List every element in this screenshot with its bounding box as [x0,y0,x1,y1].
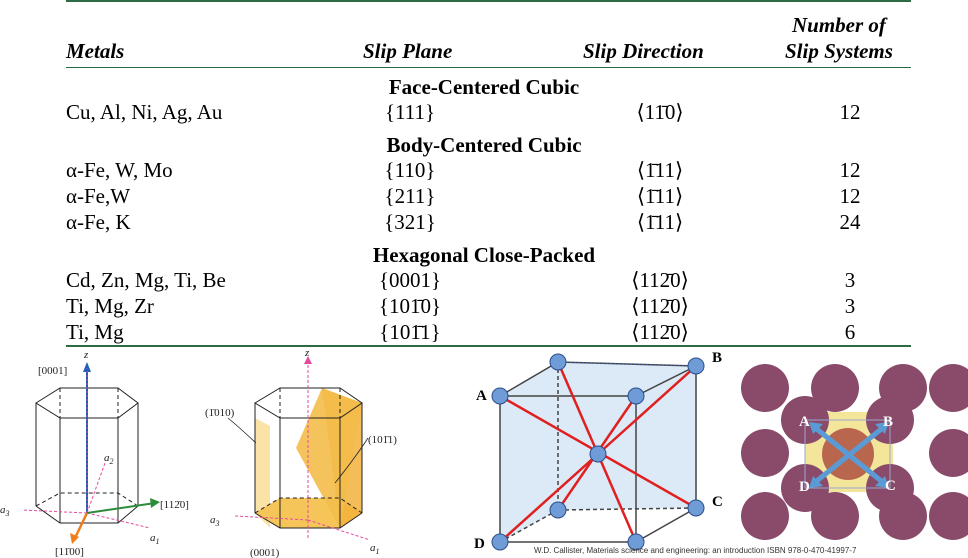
direction-1100-arrow [73,512,89,539]
table-cell-direction: ⟨112̄0⟩ [631,320,689,344]
atom [929,492,968,540]
label-a3-sub: 3 [5,509,10,518]
label-B: B [883,414,893,430]
table-cell-plane: {321} [384,210,436,234]
table-cell-count: 3 [844,294,856,318]
atom [929,429,968,477]
header-rule [66,67,911,68]
label-a3-sub: 3 [215,519,220,528]
table-cell-count: 6 [844,320,856,344]
label-1011: (101̄1) [368,434,397,446]
label-C: C [885,478,896,494]
table-cell-metals: α-Fe, K [66,210,131,234]
slip-arrow [810,423,888,487]
table-cell-direction: ⟨112̄0⟩ [631,294,689,318]
atom [627,533,645,551]
table-cell-count: 24 [839,210,861,234]
label-A: A [476,388,487,404]
label-a1-sub: 1 [156,537,160,546]
section-title-bcc: Body-Centered Cubic [386,133,582,157]
table-cell-direction: ⟨11̄0⟩ [636,100,684,124]
label-D: D [799,479,810,495]
table-cell-metals: α-Fe, W, Mo [66,158,173,182]
svg-text:a1: a1 [150,532,160,546]
table-cell-plane: {111} [384,100,436,124]
label-0001: [0001] [38,365,67,377]
header-slip-systems: Slip Systems [785,39,893,63]
atom [811,364,859,412]
svg-text:a1: a1 [370,542,380,556]
svg-text:a2: a2 [104,452,114,466]
label-a3: a [0,504,6,516]
atom [741,364,789,412]
label-a2: a [104,452,110,464]
atom-center [589,445,607,463]
table-cell-count: 12 [839,184,861,208]
label-D: D [474,536,485,552]
label-1120: [112̄0] [160,499,189,511]
table-cell-plane: {211} [384,184,436,208]
table-cell-plane: {101̄0} [378,294,442,318]
section-title-hcp: Hexagonal Close-Packed [372,243,596,267]
label-a3: a [210,514,216,526]
table-cell-direction: ⟨112̄0⟩ [631,268,689,292]
atom [687,357,705,375]
svg-text:a3: a3 [0,504,10,518]
atom [549,501,567,519]
label-a1: a [370,542,376,554]
atom [811,492,859,540]
table-cell-metals: Ti, Mg [66,320,124,344]
table-cell-metals: Cd, Zn, Mg, Ti, Be [66,268,226,292]
label-C: C [712,494,723,510]
label-z: z [304,348,310,359]
hcp-prism-figure: z (1̄010) (101̄1) (0001) a3 a1 [205,348,397,558]
bcc-plane-figure: A B C D [741,364,968,540]
label-B: B [712,350,722,366]
atom [627,387,645,405]
label-A: A [799,414,810,430]
label-0001-plane: (0001) [250,547,280,558]
table-cell-direction: ⟨1̄11⟩ [636,210,684,234]
bcc-cube-figure: A B C D [474,350,723,552]
table-cell-count: 12 [839,158,861,182]
table-cell-metals: α-Fe,W [66,184,131,208]
table-cell-count: 3 [844,268,856,292]
atom [491,387,509,405]
table-cell-plane: {0001} [378,268,442,292]
label-a2-sub: 2 [110,457,114,466]
svg-text:a3: a3 [210,514,220,528]
label-1010: (1̄010) [205,407,235,419]
hcp-basal-figure: [0001] z a2 a3 a1 [112̄0] [11̄00] [0,349,189,558]
table-cell-metals: Ti, Mg, Zr [66,294,154,318]
direction-1120-arrow [86,502,156,514]
figure-credit: W.D. Callister, Materials science and en… [534,546,857,555]
atom [491,533,509,551]
label-a1-sub: 1 [376,547,380,556]
label-1100: [11̄00] [55,546,84,558]
atom [929,364,968,412]
header-slip-plane: Slip Plane [363,39,453,63]
header-metals: Metals [66,39,125,63]
table-top-rule [66,0,911,2]
atom [687,499,705,517]
prism-plane-1010 [255,418,270,528]
label-a1: a [150,532,156,544]
table-cell-direction: ⟨1̄11⟩ [636,184,684,208]
section-title-fcc: Face-Centered Cubic [388,75,580,99]
table-bottom-rule [66,345,911,347]
atom [549,353,567,371]
header-number-of: Number of [792,13,886,37]
table-cell-plane: {110} [384,158,436,182]
atom [741,492,789,540]
table-cell-metals: Cu, Al, Ni, Ag, Au [66,100,223,124]
table-cell-count: 12 [839,100,861,124]
header-slip-direction: Slip Direction [583,39,704,63]
table-cell-plane: {101̄1} [379,320,441,344]
table-cell-direction: ⟨1̄11⟩ [636,158,684,182]
label-z: z [83,349,89,361]
atom [741,429,789,477]
